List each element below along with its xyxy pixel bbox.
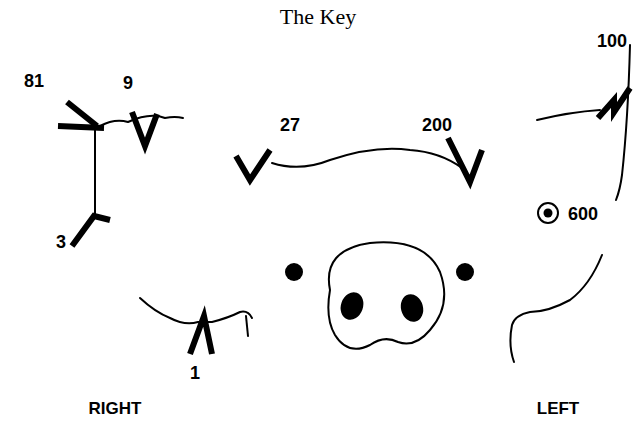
callout-number: 3 (56, 233, 66, 251)
notch-mark (67, 102, 97, 126)
notch-mark (58, 126, 104, 128)
notch-mark (598, 88, 630, 118)
eye (456, 263, 474, 281)
callout-number: 9 (123, 74, 133, 92)
head-outline (272, 149, 462, 168)
notch-mark (132, 112, 157, 146)
eye (285, 263, 303, 281)
ear-outline (94, 128, 96, 218)
ear-outline (616, 45, 630, 200)
ear-outline (537, 110, 600, 120)
ear-outline (100, 116, 183, 126)
notch-mark (448, 138, 482, 182)
cheek-outline (246, 316, 248, 336)
callout-number: 200 (422, 116, 452, 134)
hole-mark (544, 209, 553, 218)
side-label: LEFT (537, 400, 580, 417)
hole-mark (538, 203, 558, 223)
side-label: RIGHT (89, 400, 142, 417)
snout (328, 242, 444, 348)
notch-mark (190, 316, 212, 354)
callout-number: 27 (280, 116, 300, 134)
callout-number: 1 (190, 364, 200, 382)
notch-mark (72, 216, 110, 246)
cheek-outline (510, 255, 602, 362)
nostril (337, 289, 367, 323)
diagram-title: The Key (280, 6, 356, 28)
nostril (398, 292, 426, 325)
cheek-outline (140, 298, 252, 323)
callout-number: 600 (568, 205, 598, 223)
notch-mark (236, 150, 270, 180)
callout-number: 100 (597, 32, 627, 50)
callout-number: 81 (24, 72, 44, 90)
